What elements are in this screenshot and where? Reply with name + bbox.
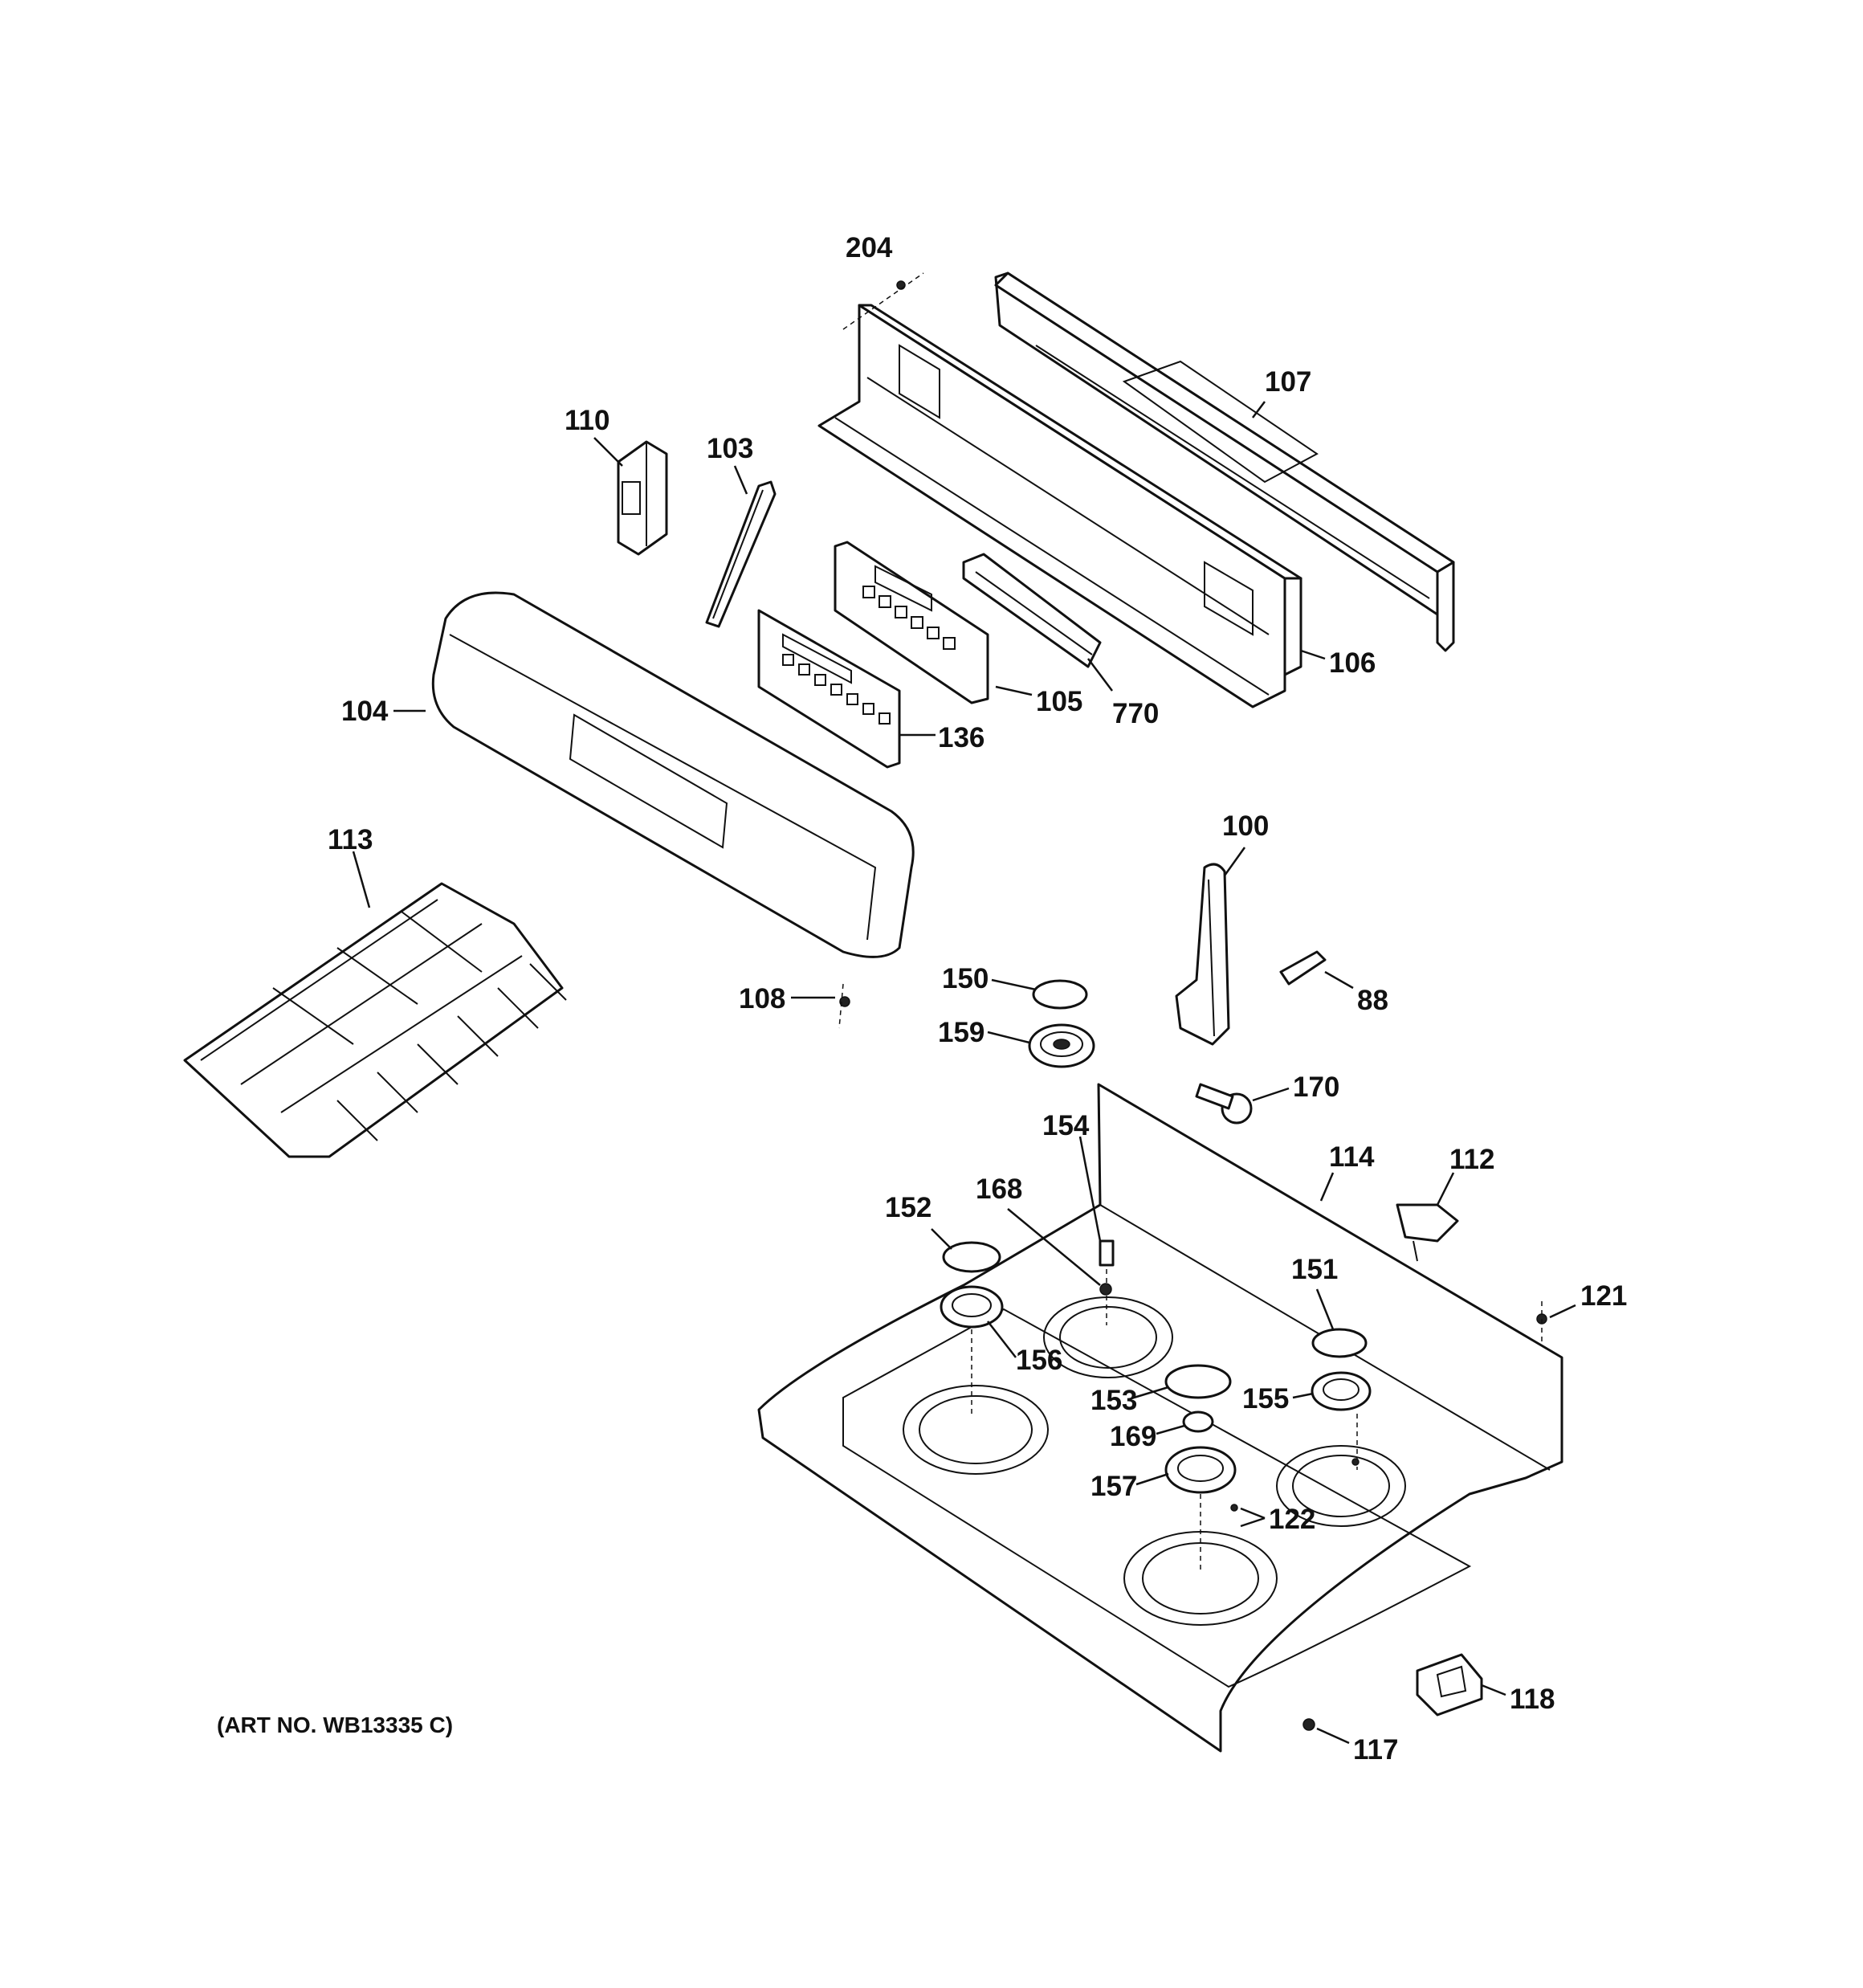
part-103-bracket — [705, 480, 777, 628]
callout-770: 770 — [1112, 698, 1159, 729]
part-150-cap — [1032, 979, 1088, 1010]
part-154-spark-electrode — [1099, 1239, 1115, 1325]
part-107-rear-cover — [994, 271, 1455, 652]
callout-112: 112 — [1449, 1144, 1494, 1175]
leader-lines — [352, 401, 1576, 1745]
part-113-grate — [183, 882, 567, 1158]
callout-117: 117 — [1353, 1734, 1398, 1766]
callout-113: 113 — [328, 824, 373, 855]
callout-103: 103 — [707, 433, 753, 464]
callout-106: 106 — [1329, 647, 1376, 679]
part-106-backguard — [817, 304, 1302, 708]
part-110-module — [617, 440, 668, 556]
callout-108: 108 — [739, 983, 785, 1014]
part-108-screw — [838, 983, 850, 1029]
callout-169: 169 — [1110, 1421, 1156, 1452]
callout-104: 104 — [341, 696, 389, 727]
part-117-nut — [1302, 1718, 1315, 1731]
part-118-leg — [1416, 1653, 1483, 1717]
callout-114: 114 — [1329, 1141, 1375, 1173]
callout-100: 100 — [1222, 810, 1269, 842]
callout-204: 204 — [846, 232, 893, 263]
part-151-cap — [1311, 1328, 1368, 1358]
part-105-control-board — [834, 541, 989, 704]
callout-154: 154 — [1042, 1110, 1090, 1141]
part-168-orifice — [1099, 1283, 1112, 1296]
part-153-cap — [1164, 1364, 1232, 1399]
part-112-bracket — [1396, 1203, 1459, 1262]
callout-88: 88 — [1357, 985, 1388, 1016]
callout-105: 105 — [1036, 686, 1082, 717]
part-152-cap — [942, 1241, 1001, 1273]
callout-155: 155 — [1242, 1383, 1289, 1414]
callout-122: 122 — [1269, 1504, 1315, 1535]
callout-118: 118 — [1510, 1684, 1555, 1715]
callout-107: 107 — [1265, 366, 1311, 398]
part-156-burner-head — [940, 1285, 1004, 1414]
callout-labels: 204 107 110 103 106 105 770 104 136 113 … — [328, 232, 1627, 1766]
part-169-ring — [1182, 1410, 1214, 1433]
part-100-side-trim — [1175, 863, 1230, 1046]
part-88-clip — [1279, 950, 1327, 986]
part-770-bracket — [962, 553, 1102, 668]
art-number: (ART NO. WB13335 C) — [217, 1712, 453, 1737]
part-114-cooktop — [757, 1083, 1563, 1753]
part-104-control-panel — [431, 591, 915, 958]
part-170-screw — [1195, 1083, 1253, 1125]
callout-136: 136 — [938, 722, 984, 753]
part-122-screws — [1230, 1458, 1360, 1512]
callout-156: 156 — [1016, 1345, 1062, 1376]
callout-150: 150 — [942, 963, 989, 994]
callout-152: 152 — [885, 1192, 932, 1223]
callout-121: 121 — [1580, 1280, 1627, 1312]
part-157-burner-head — [1164, 1446, 1237, 1570]
part-121-screw — [1536, 1301, 1547, 1341]
callout-151: 151 — [1291, 1254, 1338, 1285]
part-136-keypad — [757, 609, 901, 769]
callout-168: 168 — [976, 1174, 1022, 1205]
callout-153: 153 — [1090, 1385, 1137, 1416]
part-159-burner-head — [1028, 1023, 1095, 1068]
callout-110: 110 — [565, 405, 609, 436]
callout-170: 170 — [1293, 1072, 1339, 1103]
callout-159: 159 — [938, 1017, 984, 1048]
callout-157: 157 — [1090, 1471, 1137, 1502]
part-204-screw — [842, 272, 924, 330]
